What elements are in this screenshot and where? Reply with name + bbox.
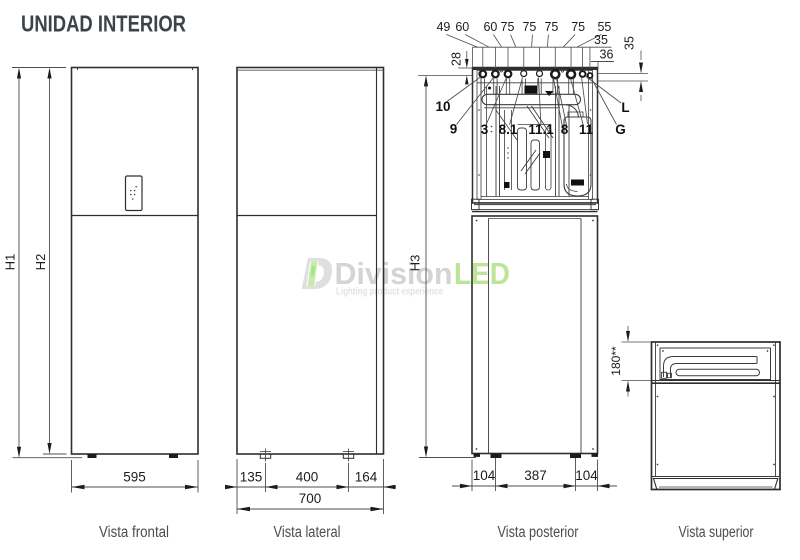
top-depth-label: 180** bbox=[609, 346, 623, 376]
page-title: UNIDAD INTERIOR bbox=[21, 11, 186, 37]
watermark: Division LED Lighting product experience bbox=[301, 256, 510, 298]
top-view bbox=[650, 341, 781, 491]
rear-bottom-dim: 104 bbox=[575, 468, 598, 483]
rear-top-dim-label: 49 bbox=[436, 20, 450, 34]
rear-35v-label: 35 bbox=[623, 36, 637, 50]
rear-top-dim-label: 60 bbox=[455, 20, 469, 34]
watermark-tagline: Lighting product experience bbox=[336, 286, 443, 298]
side-d2-label: 400 bbox=[296, 470, 319, 485]
rear-35-label: 35 bbox=[594, 33, 608, 47]
port-label: 9 bbox=[450, 122, 458, 137]
side-dimensions: 135 400 164 700 bbox=[225, 459, 396, 514]
port-label: G bbox=[615, 122, 626, 137]
side-d1-label: 135 bbox=[240, 470, 263, 485]
h1-label: H1 bbox=[3, 254, 18, 271]
rear-dimensions-top: 49 60 60 75 75 75 75 55 35 36 28 35 bbox=[418, 20, 648, 101]
front-width-label: 595 bbox=[123, 470, 146, 485]
rear-top-dim-label: 75 bbox=[544, 20, 558, 34]
rear-port-callouts: 10 9 3 8.1 11.1 8 11 L G bbox=[435, 76, 630, 137]
side-view bbox=[236, 66, 385, 462]
rear-top-dim-label: 75 bbox=[522, 20, 536, 34]
port-label: 8.1 bbox=[499, 122, 518, 137]
h2-label: H2 bbox=[33, 254, 48, 271]
port-label: 3 bbox=[481, 122, 489, 137]
rear-28-label: 28 bbox=[450, 52, 464, 66]
rear-top-dim-label: 75 bbox=[501, 20, 515, 34]
rear-top-dim-label: 60 bbox=[483, 20, 497, 34]
port-label: 10 bbox=[435, 99, 450, 114]
front-view bbox=[70, 66, 199, 458]
rear-bottom-dim: 104 bbox=[473, 468, 496, 483]
top-view-label: Vista superior bbox=[679, 524, 754, 541]
top-view-dimension: 180** bbox=[609, 326, 651, 397]
rear-bottom-dim: 387 bbox=[524, 468, 547, 483]
view-labels: Vista frontal Vista lateral Vista poster… bbox=[99, 524, 754, 541]
side-total-label: 700 bbox=[299, 491, 322, 506]
rear-top-dim-label: 75 bbox=[571, 20, 585, 34]
front-dimensions: H1 H2 595 bbox=[3, 67, 199, 493]
rear-view-label: Vista posterior bbox=[498, 524, 579, 541]
rear-view bbox=[471, 66, 599, 458]
side-d3-label: 164 bbox=[355, 470, 378, 485]
side-view-label: Vista lateral bbox=[274, 524, 341, 541]
port-label: 11 bbox=[579, 122, 594, 137]
watermark-led: LED bbox=[454, 256, 510, 291]
rear-top-dim-label: 55 bbox=[597, 20, 611, 34]
port-label: 8 bbox=[561, 122, 569, 137]
port-label: L bbox=[621, 100, 629, 115]
rear-36-label: 36 bbox=[600, 48, 614, 62]
h3-label: H3 bbox=[408, 255, 423, 272]
divisionled-logo-icon bbox=[301, 258, 333, 289]
watermark-division: Division bbox=[335, 256, 453, 291]
rear-dimensions-bottom: H3 104 387 104 bbox=[408, 75, 617, 491]
port-label: 11.1 bbox=[528, 122, 554, 137]
front-view-label: Vista frontal bbox=[99, 524, 169, 541]
